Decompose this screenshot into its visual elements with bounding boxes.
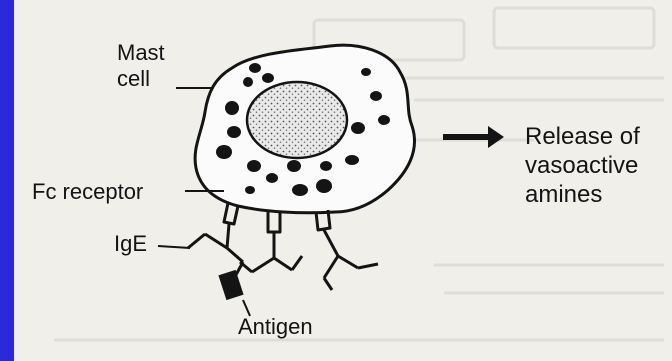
antigen-label: Antigen xyxy=(238,314,313,340)
release-label: Release of vasoactive amines xyxy=(525,122,640,209)
mast-cell-label: Mast cell xyxy=(117,40,165,92)
release-arrow xyxy=(443,126,504,148)
ige-label: IgE xyxy=(114,231,147,257)
antigen-block xyxy=(218,270,243,300)
fc-receptor-label: Fc receptor xyxy=(32,179,143,205)
nucleus xyxy=(247,82,347,158)
ige-receptor-complexes xyxy=(188,203,378,290)
